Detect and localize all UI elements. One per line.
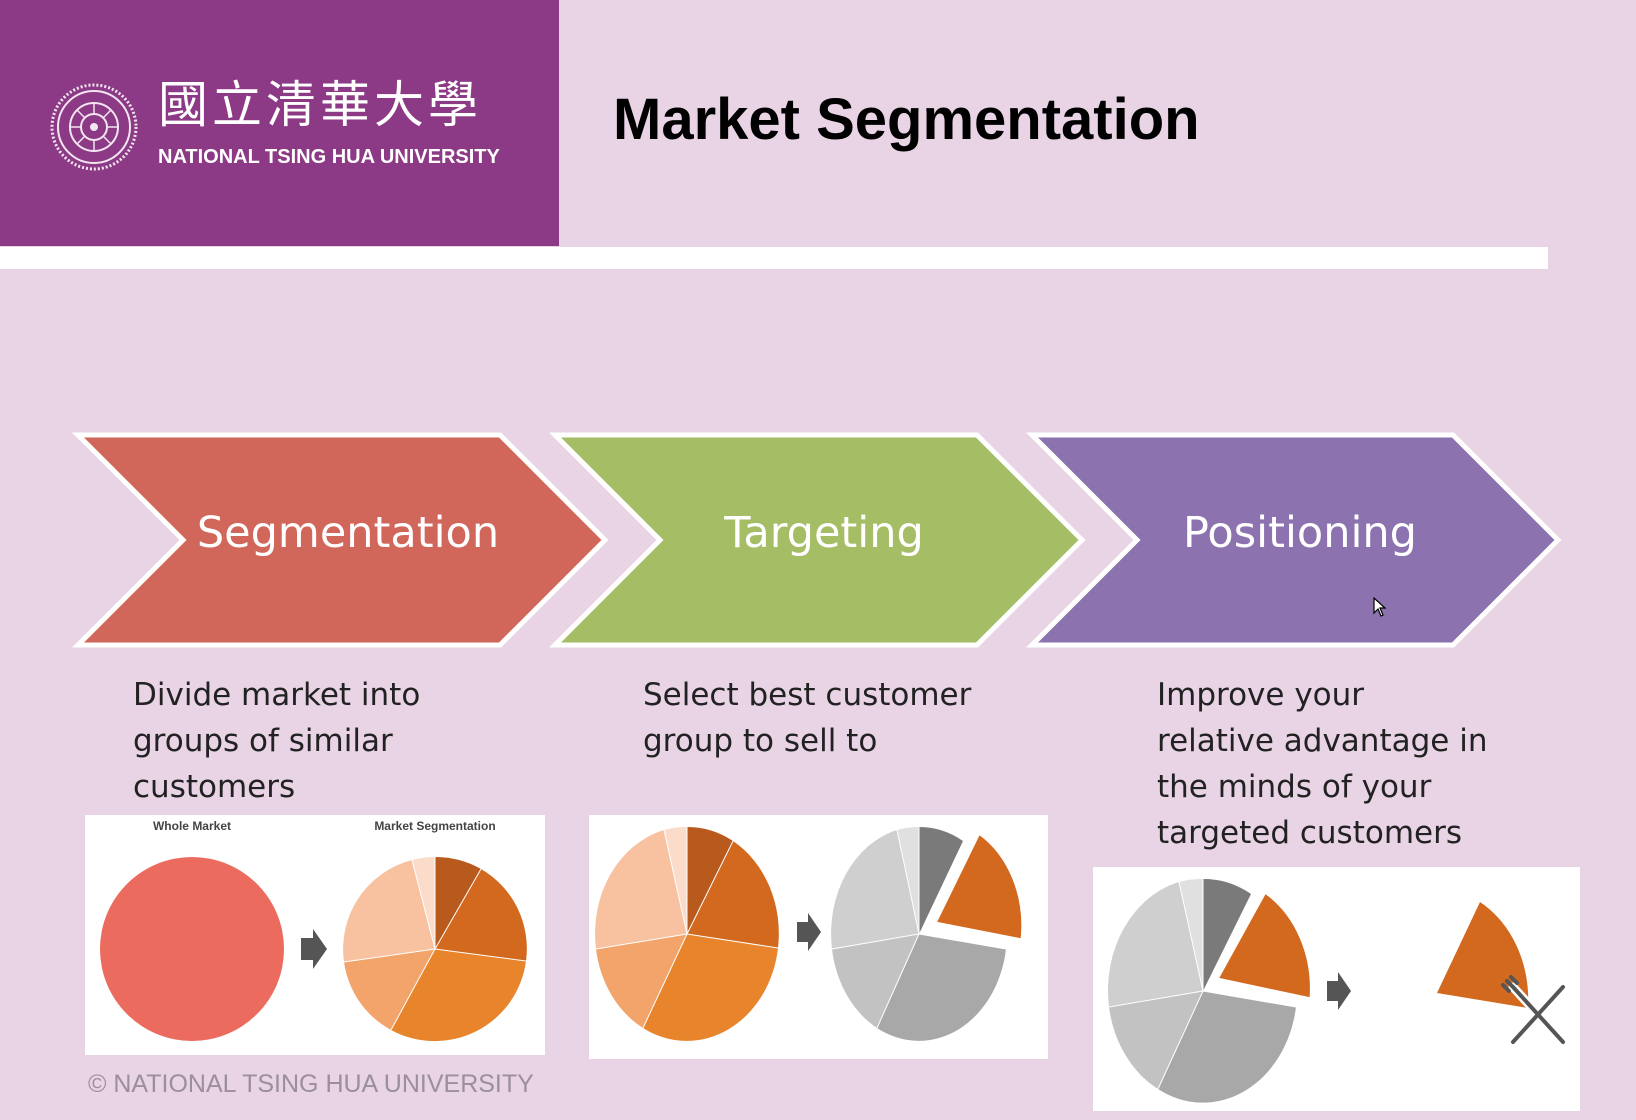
university-name-english: NATIONAL TSING HUA UNIVERSITY [158, 146, 500, 168]
step-label-targeting: Targeting [724, 508, 924, 558]
market-segmentation-label: Market Segmentation [374, 819, 495, 833]
segmentation-illustration: Whole Market Market Segmentation [85, 815, 545, 1055]
arrow-right-icon [301, 929, 327, 969]
header-band: 國立清華大學 NATIONAL TSING HUA UNIVERSITY [0, 0, 559, 246]
targeting-illustration [589, 815, 1048, 1059]
title-divider [0, 247, 1548, 269]
mouse-pointer-icon [1373, 597, 1387, 617]
arrow-right-icon [797, 913, 821, 951]
grey-pie-with-target [831, 826, 1025, 1041]
chosen-slice [1214, 889, 1313, 1001]
colored-pie [595, 826, 779, 1041]
segmented-pie [343, 856, 527, 1042]
university-seal-icon [50, 83, 138, 171]
description-line: Select best customer [643, 677, 972, 713]
description-line: targeted customers [1157, 815, 1462, 851]
step-label-segmentation: Segmentation [196, 508, 500, 558]
step-description-segmentation: Divide market into groups of similar cus… [133, 672, 420, 810]
whole-market-pie [100, 857, 284, 1041]
whole-market-label: Whole Market [153, 819, 231, 833]
chevron-segmentation [71, 432, 609, 648]
university-name-chinese: 國立清華大學 [158, 76, 482, 134]
description-line: groups of similar [133, 723, 393, 759]
description-line: group to sell to [643, 723, 878, 759]
description-line: Divide market into [133, 677, 421, 713]
step-description-targeting: Select best customer group to sell to [643, 672, 971, 764]
copyright-notice: © NATIONAL TSING HUA UNIVERSITY [88, 1070, 534, 1098]
description-line: relative advantage in [1157, 723, 1488, 759]
chevron-targeting [548, 432, 1086, 648]
slide-title: Market Segmentation [613, 87, 1200, 152]
description-line: customers [133, 769, 296, 805]
description-line: the minds of your [1157, 769, 1432, 805]
chevron-positioning [1025, 432, 1562, 648]
arrow-right-icon [1327, 972, 1351, 1010]
target-slice [932, 830, 1025, 942]
step-description-positioning: Improve your relative advantage in the m… [1157, 672, 1487, 856]
grey-pie-with-slice [1107, 878, 1313, 1103]
description-line: Improve your [1157, 677, 1365, 713]
positioning-illustration [1093, 867, 1580, 1111]
step-label-positioning: Positioning [1183, 508, 1417, 558]
